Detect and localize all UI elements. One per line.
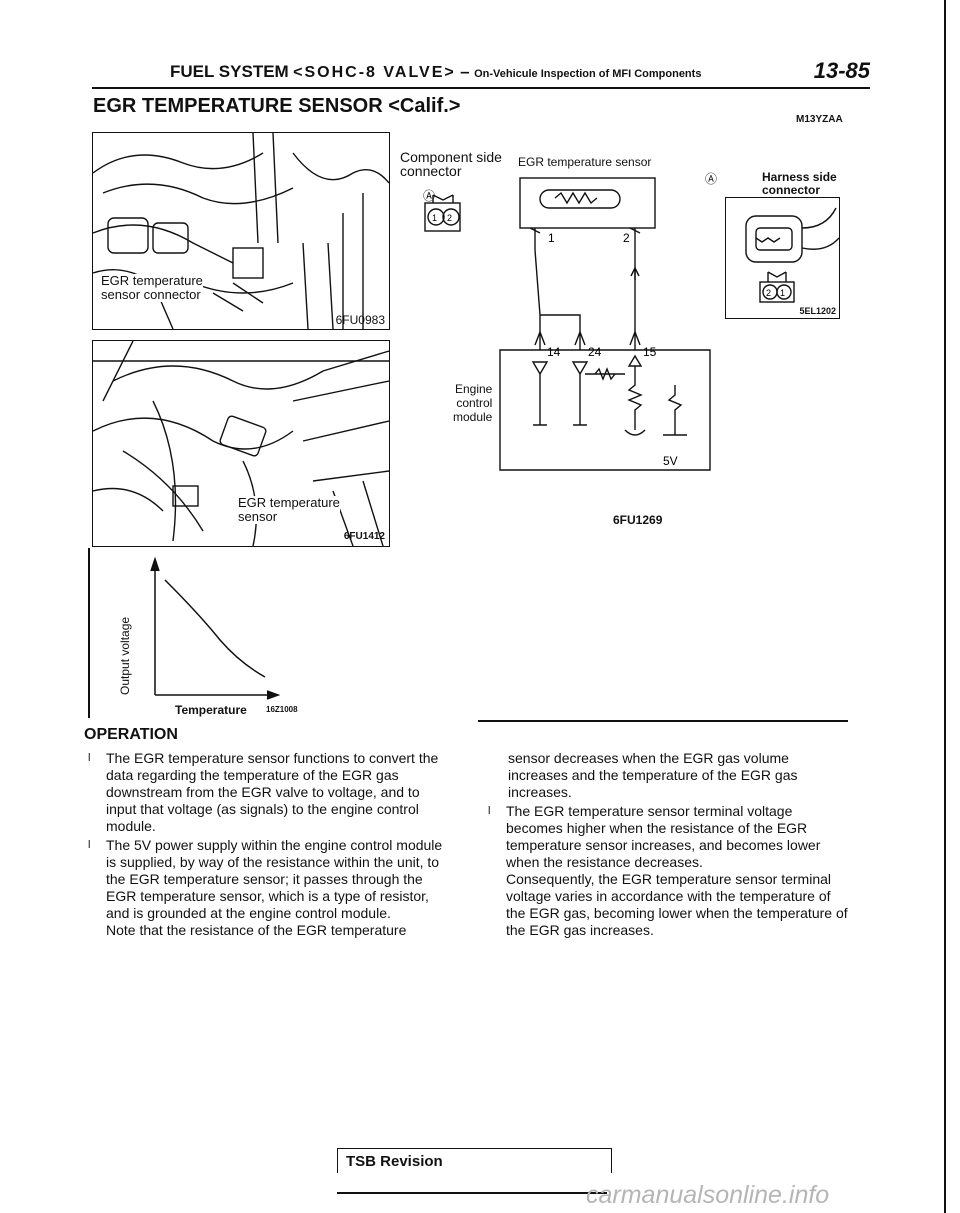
component-side-label: Component side connector — [400, 149, 502, 179]
circuit-code: 6FU1269 — [613, 513, 663, 527]
photo-egr-sensor-connector: EGR temperature sensor connector 6FU0983 — [92, 132, 390, 330]
circuit-marker: Ⓐ — [423, 189, 435, 203]
operation-right-p1: sensor decreases when the EGR gas volume… — [508, 750, 798, 800]
operation-bullet-2: l The 5V power supply within the engine … — [88, 837, 443, 938]
harness-marker: Ⓐ — [705, 172, 718, 186]
photo-bottom-code: 6FU1412 — [343, 531, 385, 542]
circuit-pin2: 2 — [623, 231, 630, 245]
photo-top-label: EGR temperature sensor connector — [101, 273, 203, 302]
harness-code: 5EL1202 — [799, 306, 836, 316]
bullet-glyph: l — [88, 752, 91, 764]
circuit-pin1: 1 — [548, 231, 555, 245]
operation-heading: OPERATION — [84, 726, 178, 743]
operation-left-column: l The EGR temperature sensor functions t… — [88, 750, 446, 939]
section-code: M13YZAA — [796, 114, 843, 125]
header-system: FUEL SYSTEM — [170, 62, 289, 81]
watermark: carmanualsonline.info — [586, 1181, 830, 1209]
harness-pin-b: 1 — [780, 288, 785, 298]
operation-right-column: sensor decreases when the EGR gas volume… — [488, 750, 848, 939]
harness-pin-a: 2 — [766, 288, 771, 298]
photo-bottom-label: EGR temperature sensor — [238, 495, 340, 524]
page-edge-line — [944, 0, 946, 1213]
photo-egr-sensor: EGR temperature sensor 6FU1412 — [92, 340, 390, 547]
graph-frame-left — [88, 548, 90, 718]
harness-connector-icon: 2 1 — [745, 207, 839, 303]
bullet-glyph: l — [88, 839, 91, 851]
graph-code: 16Z1008 — [266, 705, 298, 714]
page-header: FUEL SYSTEM <SOHC-8 VALVE> – On-Vehicule… — [170, 58, 870, 83]
header-variant: <SOHC-8 VALVE> — [293, 64, 456, 81]
component-connector-icon — [424, 202, 461, 232]
header-rule — [92, 87, 870, 89]
tsb-revision-box: TSB Revision — [337, 1148, 612, 1173]
page-number: 13-85 — [813, 58, 870, 83]
sensor-label: EGR temperature sensor — [518, 155, 652, 169]
ecu-label: Engine control module — [453, 382, 493, 424]
circuit-term-15: 15 — [643, 345, 657, 359]
bullet-glyph: l — [488, 805, 491, 817]
header-dash: – — [460, 62, 470, 81]
footer-rule — [337, 1192, 607, 1194]
photo-top-code: 6FU0983 — [335, 313, 385, 327]
photo-sketch-bottom — [93, 341, 389, 546]
circuit-term-24: 24 — [588, 345, 602, 359]
circuit-diagram: Ⓐ 1 2 1 2 14 24 15 5V — [423, 177, 711, 471]
operation-rule — [478, 720, 848, 722]
circuit-conn-pin2: 2 — [447, 213, 452, 223]
ecu-resistor-icon — [585, 367, 625, 381]
graph-ylabel: Output voltage — [118, 616, 132, 695]
graph-xlabel: Temperature — [175, 703, 247, 717]
graph-curve — [164, 579, 266, 678]
operation-bullet-1: l The EGR temperature sensor functions t… — [88, 750, 439, 834]
header-section: On-Vehicule Inspection of MFI Components — [474, 68, 702, 80]
circuit-voltage: 5V — [663, 454, 678, 468]
circuit-conn-pin1: 1 — [432, 213, 437, 223]
circuit-term-14: 14 — [547, 345, 561, 359]
section-title: EGR TEMPERATURE SENSOR <Calif.> — [93, 95, 461, 117]
harness-connector-panel: 2 1 5EL1202 — [725, 197, 840, 319]
characteristic-graph — [150, 556, 280, 700]
tsb-revision-label: TSB Revision — [346, 1153, 443, 1170]
operation-bullet-3: l The EGR temperature sensor terminal vo… — [488, 803, 848, 938]
harness-label: Harness side connector — [762, 170, 837, 197]
sensor-resistor-icon — [554, 191, 598, 205]
